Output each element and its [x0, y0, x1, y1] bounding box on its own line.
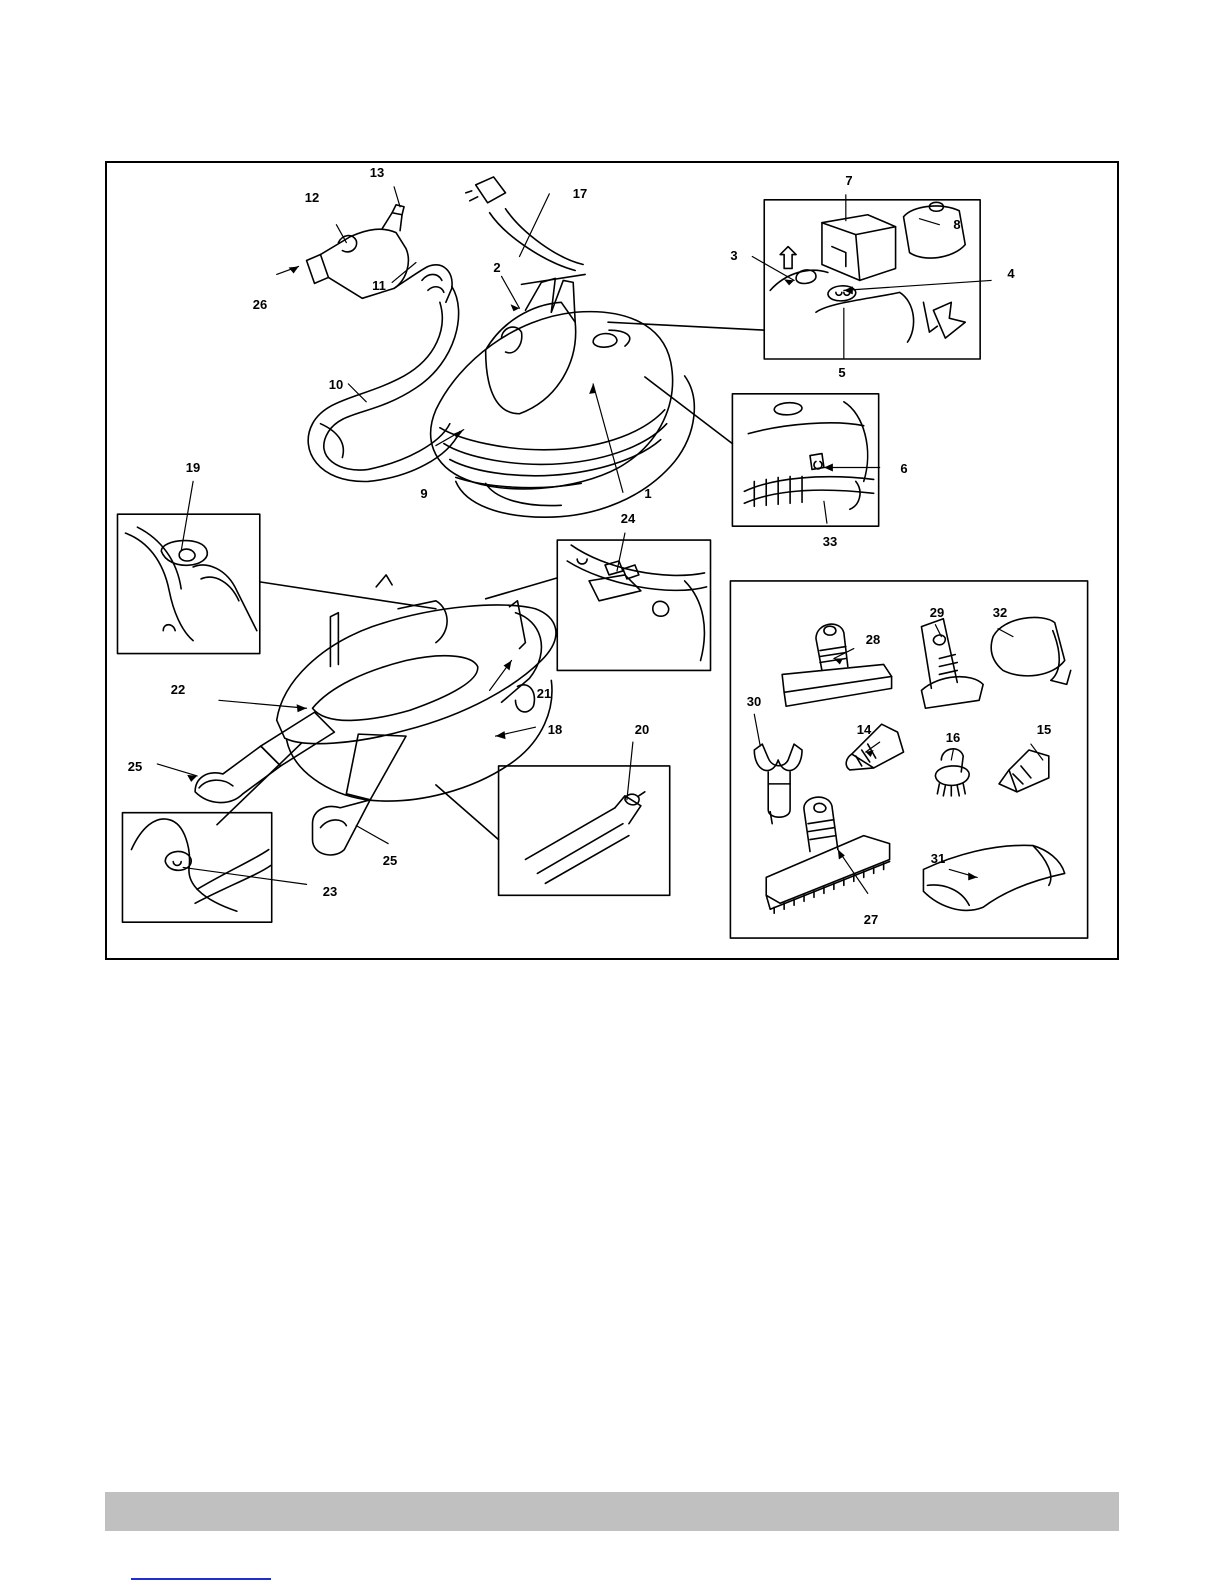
label-19: 19 — [186, 461, 200, 475]
main-unit — [431, 177, 695, 517]
label-24: 24 — [621, 512, 635, 526]
label-2: 2 — [493, 261, 500, 275]
inset-accessories — [730, 581, 1087, 938]
label-5: 5 — [838, 366, 845, 380]
footer-link-underline[interactable] — [131, 1578, 271, 1580]
inset-20 — [499, 766, 670, 895]
hand-unit — [307, 205, 460, 482]
label-12: 12 — [305, 191, 319, 205]
label-30: 30 — [747, 695, 761, 709]
detail-20 — [525, 792, 644, 884]
footer-bar — [105, 1492, 1119, 1531]
steam-cleaner-diagram-icon — [107, 163, 1117, 958]
label-22: 22 — [171, 683, 185, 697]
label-4: 4 — [1007, 267, 1014, 281]
label-3: 3 — [730, 249, 737, 263]
label-20: 20 — [635, 723, 649, 737]
detail-23 — [131, 819, 270, 911]
label-11: 11 — [372, 279, 386, 293]
label-13: 13 — [370, 166, 384, 180]
label-8: 8 — [953, 218, 960, 232]
label-15: 15 — [1037, 723, 1051, 737]
detail-19 — [125, 527, 256, 640]
label-28: 28 — [866, 633, 880, 647]
label-29: 29 — [930, 606, 944, 620]
side-detail — [744, 402, 873, 509]
label-23: 23 — [323, 885, 337, 899]
label-7: 7 — [845, 174, 852, 188]
detail-24 — [567, 545, 706, 660]
label-26: 26 — [253, 298, 267, 312]
label-25-left: 25 — [128, 760, 142, 774]
label-31: 31 — [931, 852, 945, 866]
label-25-right: 25 — [383, 854, 397, 868]
inset-19 — [117, 514, 259, 653]
exploded-parts-diagram: 1 2 3 4 5 6 7 8 9 10 11 12 13 14 15 16 1… — [105, 161, 1119, 960]
label-33: 33 — [823, 535, 837, 549]
label-32: 32 — [993, 606, 1007, 620]
label-21: 21 — [537, 687, 551, 701]
label-10: 10 — [329, 378, 343, 392]
label-27: 27 — [864, 913, 878, 927]
label-18: 18 — [548, 723, 562, 737]
inset-24 — [557, 540, 710, 670]
label-1: 1 — [644, 487, 651, 501]
label-14: 14 — [857, 723, 871, 737]
label-6: 6 — [900, 462, 907, 476]
label-16: 16 — [946, 731, 960, 745]
label-17: 17 — [573, 187, 587, 201]
accessories — [754, 617, 1070, 913]
label-9: 9 — [420, 487, 427, 501]
